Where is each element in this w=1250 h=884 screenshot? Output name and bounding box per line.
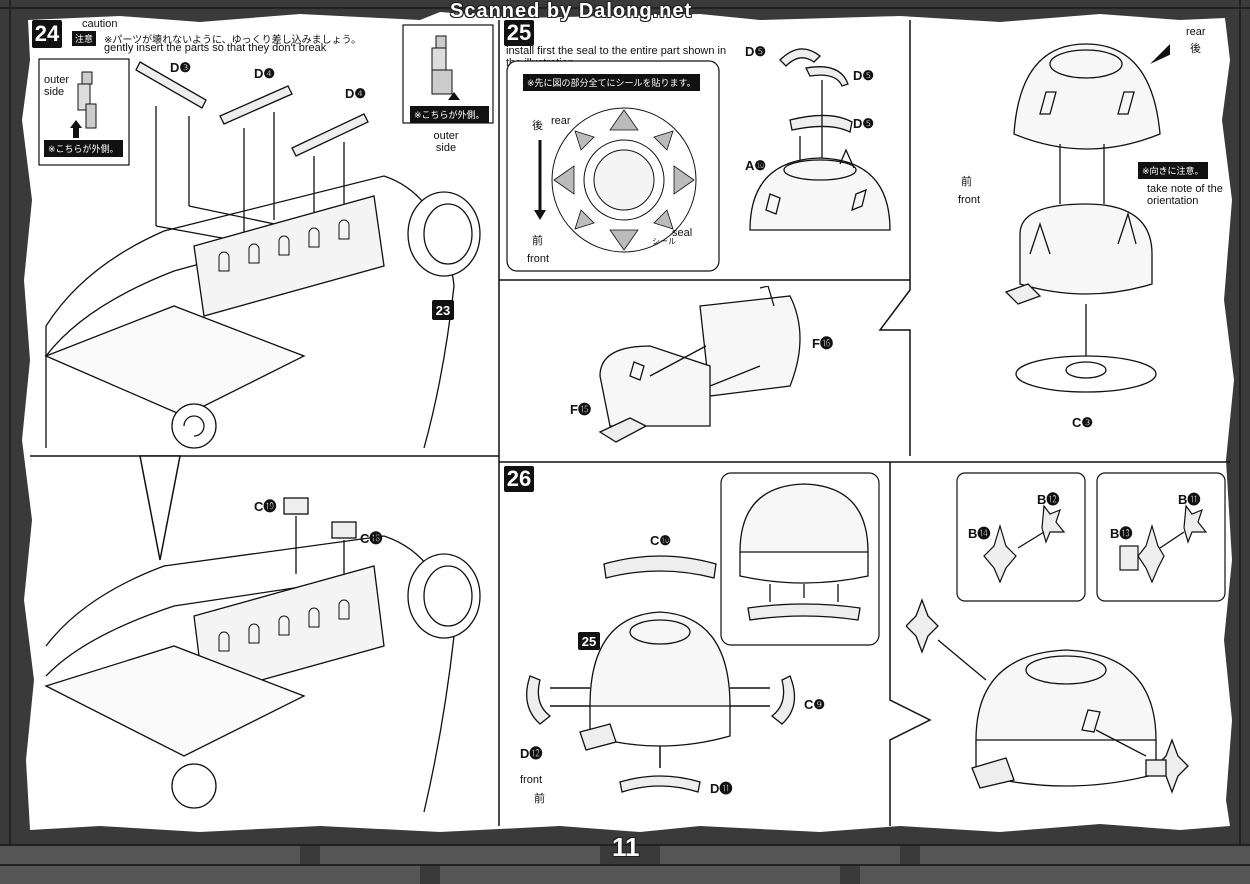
dome-exploded-step25b (1004, 43, 1170, 393)
part-label-f15: F⓯ (570, 402, 591, 417)
rear-jp-badge: 後 (532, 120, 543, 132)
half-shell-assembly (598, 286, 801, 443)
part-label-a10: A❿ (745, 158, 767, 173)
detail-box-b11-b13 (1096, 472, 1226, 602)
part-label-b13: B⓭ (1110, 526, 1133, 541)
step-25-ref: 25 (578, 632, 600, 650)
step-26-number: 26 (504, 466, 534, 492)
part-label-d11: D⓫ (710, 781, 733, 796)
seal-note-jp: ※先に図の部分全てにシールを貼ります。 (523, 74, 700, 91)
part-label-b14: B⓮ (968, 526, 991, 541)
part-label-d4-b: D❹ (345, 86, 367, 101)
front-label: front (527, 253, 550, 265)
part-label-c18: C⓲ (360, 531, 383, 546)
orientation-note: take note of the orientation (1147, 183, 1223, 207)
watermark: Scanned by Dalong.net (450, 0, 693, 22)
dome-assembly-step25 (749, 48, 891, 231)
outer-side-label-right: outer side (433, 130, 459, 154)
detail-box-b12-b14 (956, 472, 1086, 602)
front-jp-b: 前 (961, 176, 972, 188)
step-23-ref: 23 (432, 300, 454, 320)
outer-side-jp-left: ※こちらが外側。 (44, 140, 123, 157)
seal-callout-box (506, 60, 720, 272)
part-label-c10: C❿ (650, 533, 672, 548)
seal-label-jp: シール (652, 237, 676, 246)
rear-label: rear (551, 115, 571, 127)
ship-illustration-top (44, 61, 481, 449)
part-label-d5-b: D❺ (853, 68, 875, 83)
dome-with-ornaments (906, 598, 1189, 794)
part-label-d12: D⓬ (520, 746, 543, 761)
step-24-number: 24 (32, 20, 62, 48)
part-label-c19: C⓳ (254, 499, 277, 514)
part-label-b11: B⓫ (1178, 492, 1201, 507)
caution-label-en: caution (82, 18, 118, 30)
caution-text-jp: ※パーツが壊れないように、ゆっくり差し込みましょう。 (104, 35, 362, 46)
part-label-d3: D❸ (170, 60, 192, 75)
rear-label-b: rear (1186, 26, 1206, 38)
ship-illustration-bottom (44, 497, 481, 813)
step-25-number: 25 (504, 20, 534, 46)
rear-jp-b: 後 (1190, 43, 1201, 55)
page-number: 11 (612, 832, 640, 862)
part-label-d5-c: D❺ (853, 116, 875, 131)
seal-label: seal (672, 227, 693, 239)
part-label-f16: F⓰ (812, 336, 833, 351)
part-label-d4-a: D❹ (254, 66, 276, 81)
orientation-note-jp: ※向きに注意。 (1138, 162, 1208, 179)
front-jp-badge: 前 (532, 235, 543, 247)
caution-badge: 注意 (72, 31, 97, 46)
front-label-c: front (520, 774, 543, 786)
outer-side-jp-right: ※こちらが外側。 (410, 106, 489, 123)
outer-side-label-left: outer side (44, 74, 70, 98)
front-label-b: front (958, 194, 981, 206)
dome-rings-assembly (526, 555, 796, 793)
front-jp-c: 前 (534, 793, 545, 805)
part-label-c9: C❾ (804, 697, 826, 712)
caution-text-en: gently insert the parts so that they don… (104, 42, 327, 54)
part-label-d5-a: D❺ (745, 44, 767, 59)
dome-detail-callout (720, 472, 880, 646)
part-label-c3: C❸ (1072, 415, 1094, 430)
part-label-b12: B⓬ (1037, 492, 1060, 507)
